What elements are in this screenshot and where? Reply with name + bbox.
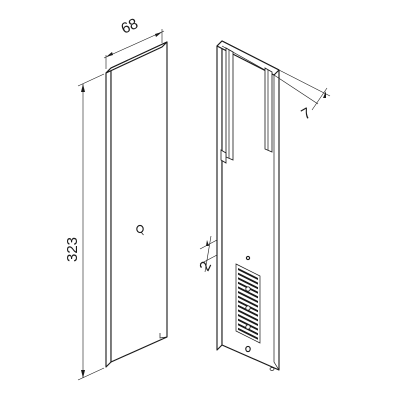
width-label: 68	[119, 15, 141, 37]
vent-grille	[235, 263, 261, 344]
depth-dimension: 7	[273, 69, 331, 124]
height-label: 323	[64, 237, 81, 262]
vent-slot	[238, 295, 258, 308]
vent-hole	[245, 324, 251, 330]
vent-hole	[245, 305, 251, 311]
mounting-hole	[136, 224, 144, 236]
rear-panel	[216, 40, 280, 371]
vent-slot	[238, 304, 258, 317]
vent-slot	[238, 327, 258, 340]
offset-dimension: 2	[196, 235, 218, 274]
vent-slot	[238, 286, 258, 299]
vent-slot	[238, 272, 258, 285]
vent-slot	[238, 314, 258, 326]
vent-slot	[238, 309, 258, 322]
vent-slot	[238, 268, 258, 280]
vent-slot	[238, 277, 258, 290]
vent-slot	[238, 291, 258, 303]
depth-label: 7	[299, 105, 315, 124]
vent-hole	[245, 286, 251, 292]
height-dimension: 323	[64, 73, 105, 381]
front-panel	[105, 41, 168, 368]
width-dimension: 68	[103, 15, 165, 69]
